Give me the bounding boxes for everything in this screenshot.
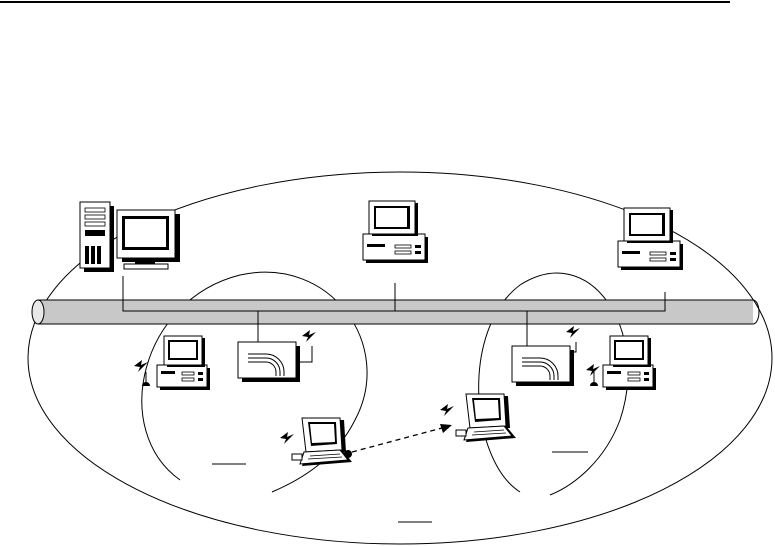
access-point-icon (238, 342, 300, 382)
laptop-icon (292, 418, 352, 466)
lightning-signal-icon (586, 364, 600, 376)
ad-hoc-link-arrow (344, 424, 452, 458)
desktop-computer-icon (618, 208, 683, 270)
wireless-antenna-icon (142, 372, 150, 386)
label-placeholders (212, 452, 588, 522)
server-tower-icon (80, 202, 114, 272)
lightning-signal-icon (280, 432, 294, 444)
lightning-signal-icon (302, 330, 316, 342)
wired-connections (123, 276, 665, 346)
server-monitor-icon (117, 210, 180, 269)
desktop-computer-icon (157, 336, 210, 390)
desktop-computer-icon (363, 201, 428, 263)
lightning-signal-icon (566, 326, 580, 338)
desktop-computer-icon (603, 336, 656, 390)
laptop-icon (456, 394, 516, 442)
lightning-signal-icon (440, 404, 454, 416)
access-point-icon (512, 346, 574, 386)
